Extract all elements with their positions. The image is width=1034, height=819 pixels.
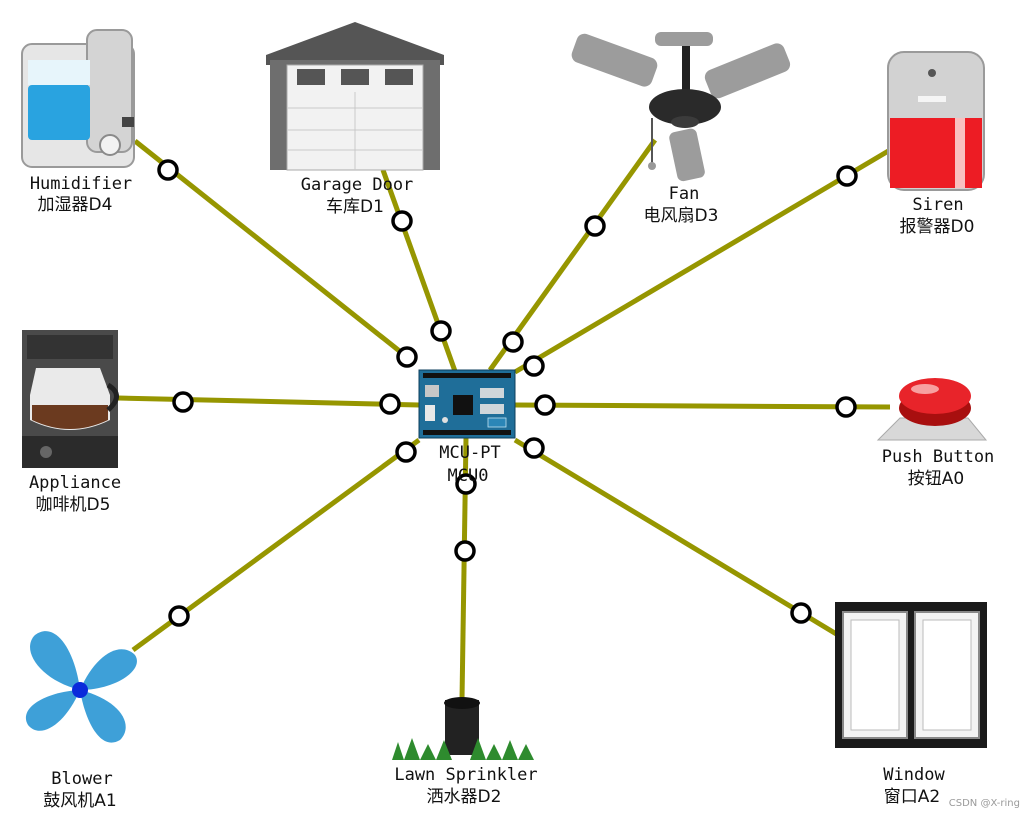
port-appliance-device[interactable] [172,391,194,413]
port-blower-device[interactable] [168,605,190,627]
mcu-name-label: MCU-PT [439,443,500,463]
link-humidifier[interactable] [133,139,409,359]
humidifier-icon[interactable] [21,29,135,168]
port-humidifier-mcu[interactable] [396,346,418,368]
button-id-label: 按钮A0 [908,469,964,489]
blower-id-label: 鼓风机A1 [43,791,116,811]
sprinkler-name-label: Lawn Sprinkler [394,765,537,785]
mcu-id-label: MCU0 [448,466,489,486]
port-window-device[interactable] [790,602,812,624]
window-icon[interactable] [835,602,987,748]
lawn-sprinkler-icon[interactable] [392,697,534,760]
garage-door-icon[interactable] [266,22,444,171]
siren-id-label: 报警器D0 [900,217,975,237]
port-siren-device[interactable] [836,165,858,187]
siren-icon[interactable] [887,51,985,191]
port-garage-device[interactable] [391,210,413,232]
garage-id-label: 车库D1 [326,197,384,217]
mcu-board[interactable] [418,369,516,439]
port-sprinkler-device[interactable] [454,540,476,562]
sprinkler-id-label: 洒水器D2 [427,787,502,807]
port-garage-mcu[interactable] [430,320,452,342]
port-blower-mcu[interactable] [395,441,417,463]
port-fan-mcu[interactable] [502,331,524,353]
port-sprinkler-mcu[interactable] [455,473,477,495]
watermark: CSDN @X-ring [949,798,1020,809]
button-name-label: Push Button [882,447,995,467]
appliance-name-label: Appliance [29,473,121,493]
ceiling-fan-icon[interactable] [569,32,792,183]
link-siren[interactable] [513,147,892,375]
port-humidifier-device[interactable] [157,159,179,181]
link-window[interactable] [513,437,840,638]
siren-name-label: Siren [912,195,963,215]
port-button-device[interactable] [835,396,857,418]
device-labels: Humidifier 加湿器D4 Garage Door 车库D1 Fan 电风… [29,174,1020,811]
port-siren-mcu[interactable] [523,355,545,377]
port-appliance-mcu[interactable] [379,393,401,415]
port-window-mcu[interactable] [523,437,545,459]
blower-name-label: Blower [51,769,112,789]
connection-ports [157,159,858,627]
humidifier-id-label: 加湿器D4 [38,195,113,215]
blower-icon[interactable] [25,631,137,743]
port-fan-device[interactable] [584,215,606,237]
coffee-maker-icon[interactable] [22,330,119,468]
appliance-id-label: 咖啡机D5 [36,495,111,515]
window-name-label: Window [883,765,945,785]
link-fan[interactable] [487,138,658,372]
window-id-label: 窗口A2 [884,787,940,807]
garage-name-label: Garage Door [301,175,414,195]
fan-id-label: 电风扇D3 [644,206,719,226]
link-appliance[interactable] [117,395,420,408]
fan-name-label: Fan [669,184,700,204]
humidifier-name-label: Humidifier [30,174,132,194]
link-button[interactable] [514,402,891,410]
port-button-mcu[interactable] [534,394,556,416]
push-button-icon[interactable] [876,378,988,441]
link-garage[interactable] [380,169,459,375]
